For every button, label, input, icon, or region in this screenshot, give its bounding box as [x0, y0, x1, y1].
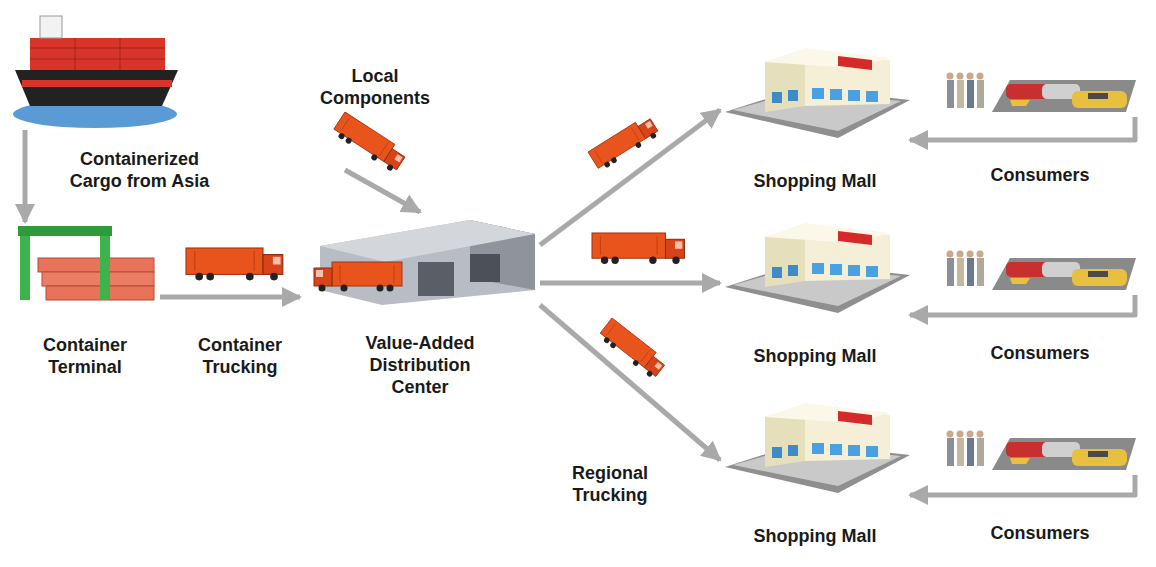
- edge-label-box: Regional Trucking: [555, 462, 665, 506]
- node-label: Consumers: [940, 164, 1140, 186]
- edge-label: Regional Trucking: [555, 462, 665, 506]
- node-label: Consumers: [940, 522, 1140, 544]
- mall-node: Shopping Mall: [720, 215, 910, 320]
- node-label: Shopping Mall: [720, 170, 910, 192]
- terminal-node: Container Terminal: [10, 222, 160, 307]
- node-label: Shopping Mall: [720, 525, 910, 547]
- flow-arrow: [540, 110, 720, 245]
- consumers-node: Consumers: [940, 250, 1140, 295]
- distribution-center-node: Value-Added Distribution Center: [300, 212, 540, 305]
- flow-arrow: [910, 475, 1135, 495]
- consumers-node: Consumers: [940, 72, 1140, 117]
- flow-arrow: [23, 130, 28, 222]
- flow-arrow: [540, 305, 720, 460]
- mall-node: Shopping Mall: [720, 40, 910, 145]
- flow-arrow: [540, 281, 720, 286]
- mall-node: Shopping Mall: [720, 395, 910, 500]
- node-label: Value-Added Distribution Center: [355, 332, 485, 398]
- edge-label-box: Container Trucking: [180, 334, 300, 378]
- ship-node: Containerized Cargo from Asia: [10, 8, 180, 130]
- flow-arrow: [910, 117, 1135, 140]
- flow-arrow: [160, 295, 300, 300]
- node-label: Shopping Mall: [720, 345, 910, 367]
- flow-arrow: [345, 170, 420, 212]
- edge-label: Container Trucking: [180, 334, 300, 378]
- local-components-node: Local Components: [330, 115, 425, 170]
- consumers-node: Consumers: [940, 430, 1140, 475]
- flow-arrow: [910, 295, 1135, 315]
- node-label: Containerized Cargo from Asia: [57, 148, 222, 192]
- node-label: Local Components: [310, 65, 440, 109]
- node-label: Consumers: [940, 342, 1140, 364]
- node-label: Container Terminal: [10, 334, 160, 378]
